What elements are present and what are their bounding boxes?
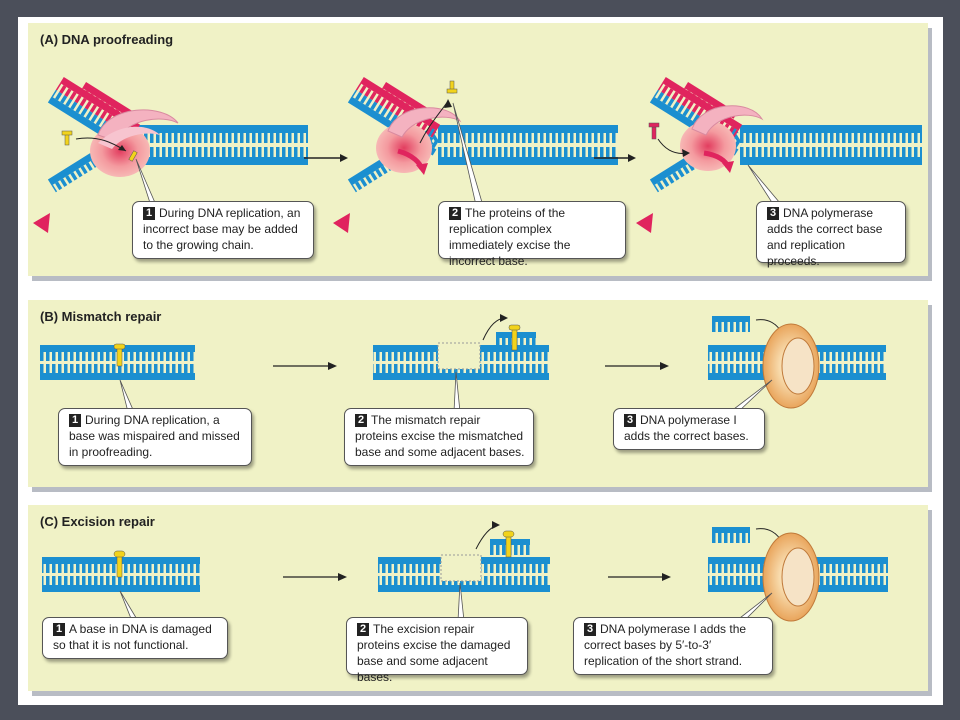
panel-dna-proofreading: (A) DNA proofreading: [28, 23, 928, 276]
step-text: The mismatch repair proteins excise the …: [355, 413, 525, 459]
step-number: 1: [53, 623, 65, 636]
new-fragment-icon: [712, 527, 750, 543]
mismatched-base-icon: [113, 343, 126, 367]
proofreading-illustration: [33, 77, 922, 233]
incorrect-base-icon: [61, 130, 138, 162]
panel-mismatch-repair: (B) Mismatch repair: [28, 300, 928, 487]
step-number: 1: [69, 414, 81, 427]
panel-title: (A) DNA proofreading: [40, 32, 174, 47]
step-number: 2: [449, 207, 461, 220]
panel-title: (B) Mismatch repair: [40, 309, 162, 324]
dna-strand-2: [373, 314, 549, 413]
step-text: DNA polymerase adds the correct base and…: [767, 206, 883, 268]
panel-title: (C) Excision repair: [40, 514, 155, 529]
correct-base-icon: [648, 122, 660, 140]
step-text: A base in DNA is damaged so that it is n…: [53, 622, 212, 652]
dna-strand-2: [378, 521, 550, 622]
damaged-base-icon: [113, 550, 126, 578]
mismatch-repair-illustration: [40, 314, 886, 413]
step-text: During DNA replication, an incorrect bas…: [143, 206, 301, 252]
dna-strand-1: [40, 343, 195, 413]
excised-base-icon: [446, 80, 458, 94]
dna-strand-3: [708, 316, 886, 413]
excision-repair-illustration: [42, 521, 888, 622]
replication-fork-2: [333, 77, 618, 233]
replication-fork-1: [33, 77, 308, 233]
arrow-right-icon: [594, 154, 636, 162]
arrow-right-icon: [273, 362, 337, 370]
step-number: 1: [143, 207, 155, 220]
replication-fork-3: [636, 77, 922, 233]
arrow-right-icon: [608, 573, 671, 581]
new-fragment-icon: [712, 316, 750, 332]
dna-strand-3: [708, 527, 888, 622]
arrow-right-icon: [605, 362, 669, 370]
excised-fragment-icon: [490, 530, 530, 558]
step-number: 3: [584, 623, 596, 636]
step-text: DNA polymerase I adds the correct bases.: [624, 413, 749, 443]
dna-polymerase-I-icon: [762, 532, 820, 622]
step-text: DNA polymerase I adds the correct bases …: [584, 622, 747, 668]
dna-polymerase-I-icon: [762, 323, 820, 409]
figure-stage: (A) DNA proofreading: [18, 17, 943, 705]
step-text: The excision repair proteins excise the …: [357, 622, 511, 684]
step-text: The proteins of the replication complex …: [449, 206, 571, 268]
step-number: 3: [624, 414, 636, 427]
step-number: 2: [357, 623, 369, 636]
arrow-right-icon: [304, 154, 348, 162]
step-number: 3: [767, 207, 779, 220]
arrow-right-icon: [283, 573, 347, 581]
excised-fragment-icon: [496, 324, 536, 351]
panel-excision-repair: (C) Excision repair: [28, 505, 928, 691]
dna-strand-1: [42, 550, 200, 622]
step-number: 2: [355, 414, 367, 427]
step-text: During DNA replication, a base was mispa…: [69, 413, 240, 459]
